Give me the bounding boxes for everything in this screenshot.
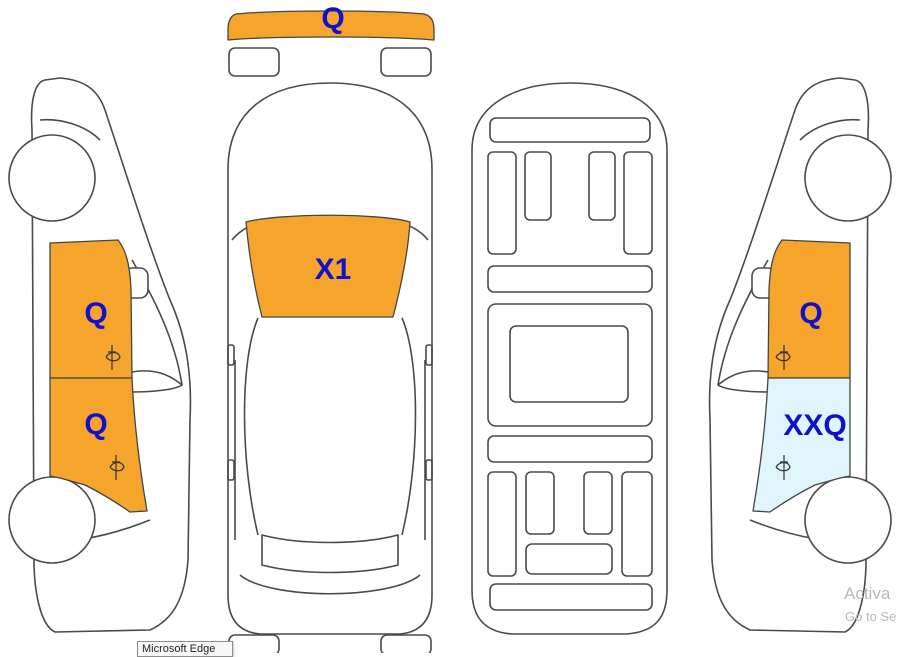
- rear-windshield: [227, 10, 435, 41]
- right-rear-door-handle-icon: [775, 455, 791, 480]
- front-windshield: [245, 214, 411, 318]
- right-rear-wheel: [804, 476, 892, 564]
- left-front-door-handle-icon: [105, 345, 121, 370]
- right-front-door-handle-icon: [775, 345, 791, 370]
- left-rear-window: [49, 377, 148, 513]
- right-rear-window-label: XXQ: [783, 409, 846, 442]
- taskbar-tooltip: Microsoft Edge: [137, 641, 233, 657]
- right-side-view: [708, 77, 892, 633]
- left-side-view: [8, 77, 192, 633]
- left-body-outline: [30, 77, 192, 633]
- right-front-wheel: [804, 134, 892, 222]
- top-left-mirror-top: [228, 47, 280, 77]
- left-front-wheel: [8, 134, 96, 222]
- rear-windshield-label: Q: [321, 2, 344, 35]
- underside-outline: [471, 82, 668, 635]
- top-left-mirror-bottom: [228, 634, 280, 653]
- left-front-window-label: Q: [84, 297, 107, 330]
- left-rear-window-label: Q: [84, 408, 107, 441]
- left-rear-door-handle-icon: [109, 455, 125, 480]
- right-front-window-label: Q: [799, 297, 822, 330]
- left-rear-wheel: [8, 476, 96, 564]
- right-front-window: [767, 239, 851, 379]
- activation-watermark-title: Activa: [844, 584, 891, 603]
- activation-watermark-subtitle: Go to Se: [845, 609, 897, 624]
- top-body-outline: [227, 82, 433, 635]
- right-rear-window: [752, 377, 851, 513]
- right-body-outline: [708, 77, 870, 633]
- underside-view: [471, 82, 668, 635]
- front-windshield-label: X1: [315, 253, 352, 286]
- left-front-window: [49, 239, 133, 379]
- top-right-mirror-bottom: [380, 634, 432, 653]
- top-right-mirror-top: [380, 47, 432, 77]
- top-view: [227, 10, 435, 653]
